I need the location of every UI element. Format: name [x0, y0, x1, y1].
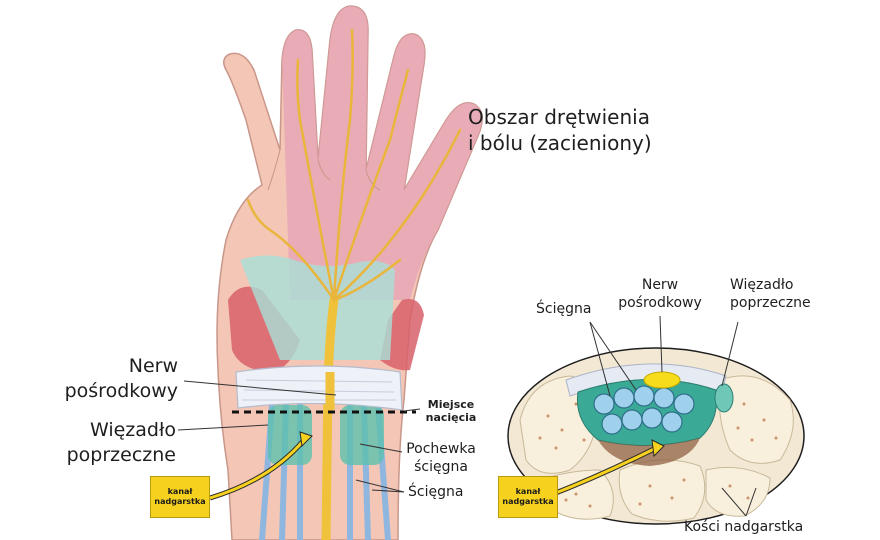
median-nerve-section: [643, 371, 681, 389]
tunnel-tag-line2: nadgarstka: [154, 497, 206, 506]
median-nerve-label: Nerw pośrodkowy: [60, 354, 178, 404]
ligament-line2: poprzeczne: [66, 444, 176, 466]
transverse-ligament-band: [235, 365, 403, 411]
carpal-tunnel-tag-section: kanał nadgarstka: [498, 476, 558, 518]
ligament-label-section: Więzadło poprzeczne: [730, 276, 811, 312]
tendons-label-hand: Ścięgna: [408, 484, 464, 500]
incision-line1: Miejsce: [427, 398, 475, 411]
tendons-label-section: Ścięgna: [536, 301, 592, 317]
ligament-label: Więzadło poprzeczne: [50, 418, 176, 468]
numbness-area-line2: i bólu (zacieniony): [468, 131, 652, 155]
tendon-sheath-line1: Pochewka: [406, 441, 476, 457]
cross-section-illustration: [507, 315, 805, 525]
tunnel-tendons: [593, 385, 695, 435]
ligament-line1: Więzadło: [89, 419, 176, 441]
hand-illustration: [177, 5, 483, 540]
median-nerve-line1: Nerw: [128, 355, 178, 377]
ligament-section-line1: Więzadło: [730, 277, 794, 293]
median-nerve-label-section: Nerw pośrodkowy: [614, 276, 706, 312]
median-nerve-line2: pośrodkowy: [64, 380, 178, 402]
tendon-sheath-label: Pochewka ścięgna: [404, 440, 478, 476]
tunnel-tag-section-line1: kanał: [515, 487, 541, 496]
tendon-sheath-line2: ścięgna: [414, 459, 468, 475]
numbness-area-label: Obszar drętwienia i bólu (zacieniony): [468, 104, 652, 156]
incision-label: Miejsce nacięcia: [418, 398, 484, 424]
palmar-sheath: [240, 255, 395, 360]
tunnel-tag-line1: kanał: [167, 487, 193, 496]
carpal-bones-label: Kości nadgarstka: [684, 519, 804, 535]
median-nerve-section-line2: pośrodkowy: [618, 295, 702, 311]
incision-line2: nacięcia: [425, 411, 477, 424]
numbness-area-line1: Obszar drętwienia: [468, 105, 650, 129]
tendon-sheath: [268, 405, 312, 465]
carpal-tunnel-tag-hand: kanał nadgarstka: [150, 476, 210, 518]
ligament-section-line2: poprzeczne: [730, 295, 811, 311]
tunnel-tag-section-line2: nadgarstka: [502, 497, 554, 506]
numbness-shaded-area: [282, 6, 483, 300]
median-nerve-section-line1: Nerw: [641, 277, 679, 293]
